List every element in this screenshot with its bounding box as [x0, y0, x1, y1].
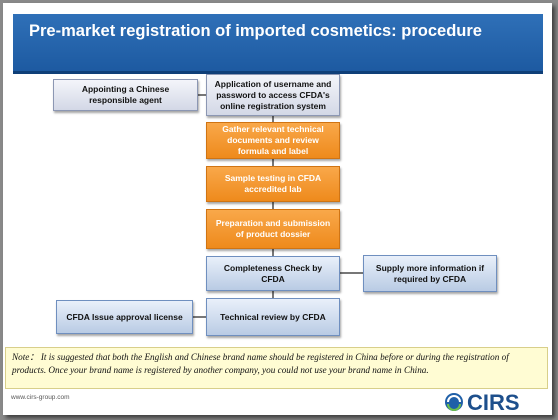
box-gather-documents: Gather relevant technical documents and …	[206, 122, 340, 159]
box-supply-more-info: Supply more information if required by C…	[363, 255, 497, 292]
logo-text: CIRS	[467, 391, 520, 413]
slide-title: Pre-market registration of imported cosm…	[29, 22, 482, 40]
note-box: Note： It is suggested that both the Engl…	[5, 347, 548, 389]
box-application-credentials: Application of username and password to …	[206, 74, 340, 116]
cirs-logo: CIRS	[445, 391, 520, 413]
box-technical-review: Technical review by CFDA	[206, 298, 340, 336]
box-appointing-agent: Appointing a Chinese responsible agent	[53, 79, 198, 111]
box-completeness-check: Completeness Check by CFDA	[206, 256, 340, 291]
box-sample-testing: Sample testing in CFDA accredited lab	[206, 166, 340, 202]
footer-website: www.cirs-group.com	[11, 394, 70, 401]
flow-connectors	[193, 94, 363, 318]
box-issue-license: CFDA Issue approval license	[56, 300, 193, 334]
slide: Pre-market registration of imported cosm…	[3, 3, 552, 415]
title-bar: Pre-market registration of imported cosm…	[13, 14, 543, 74]
box-preparation-submission: Preparation and submission of product do…	[206, 209, 340, 249]
